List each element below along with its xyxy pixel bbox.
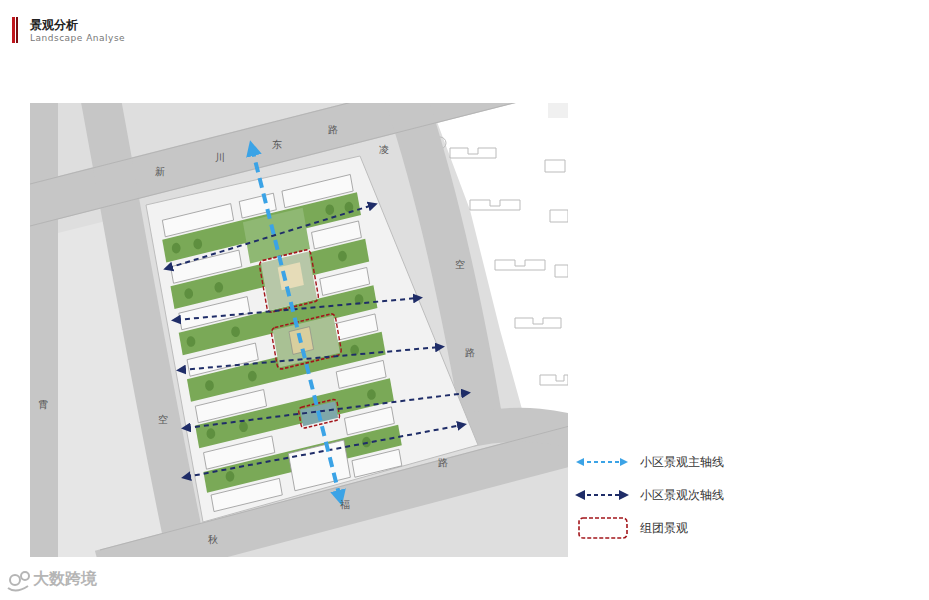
roads: [30, 103, 568, 557]
legend-text: 组团景观: [640, 522, 688, 534]
legend-text: 小区景观次轴线: [640, 489, 724, 501]
road-name: 川: [215, 153, 225, 163]
legend-secondary-axis-sample: [580, 494, 624, 496]
green-belt: [162, 192, 402, 493]
road-name: 路: [438, 458, 448, 468]
secondary-axis: [168, 205, 466, 477]
watermark: 大数跨境: [33, 571, 97, 587]
heading-bar: [16, 17, 18, 43]
road-name: 福: [340, 500, 350, 510]
legend-cluster-sample: [579, 518, 627, 538]
road-edges: [30, 103, 568, 550]
site-boundary: [146, 156, 478, 522]
legend-text: 小区景观主轴线: [640, 456, 724, 468]
legend-main-axis-sample: [580, 461, 624, 463]
road-name: 路: [328, 125, 338, 135]
buildings: [162, 174, 401, 511]
map-area: [30, 103, 568, 557]
road-name: 新: [155, 167, 165, 177]
trees: [169, 199, 395, 486]
road-name: 空: [455, 260, 465, 270]
road-name: 东: [272, 140, 282, 150]
page-title: 景观分析: [30, 17, 78, 34]
road-name: 霄: [38, 400, 48, 410]
road-name: 空: [158, 415, 168, 425]
road-name: 秋: [208, 535, 218, 545]
page-subtitle: Landscape Analyse: [30, 34, 125, 43]
watermark-icon: [8, 572, 29, 591]
cluster-landscape-outline: [259, 246, 353, 432]
heading-bar: [12, 17, 15, 43]
main-axis: [252, 148, 340, 498]
block: [548, 103, 568, 118]
road-name: 凌: [379, 145, 389, 155]
site-plan-detail: [159, 174, 405, 513]
road-name: 路: [465, 348, 475, 358]
